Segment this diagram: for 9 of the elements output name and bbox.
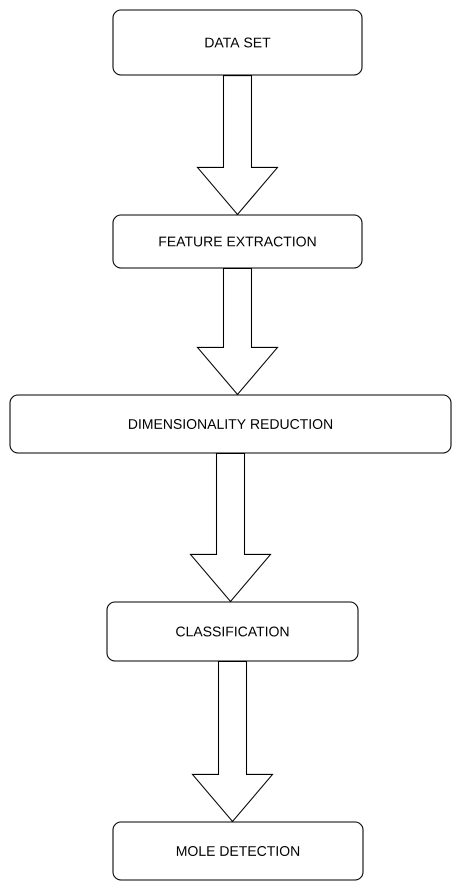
process-box: CLASSIFICATION [106,601,359,662]
process-box: MOLE DETECTION [112,821,364,881]
block-arrow [189,453,272,602]
process-box: FEATURE EXTRACTION [112,214,363,269]
block-arrow [196,75,279,216]
process-box: DIMENSIONALITY REDUCTION [9,394,452,454]
process-box: DATA SET [112,9,363,76]
block-arrow [196,268,279,396]
block-arrow [191,661,274,822]
